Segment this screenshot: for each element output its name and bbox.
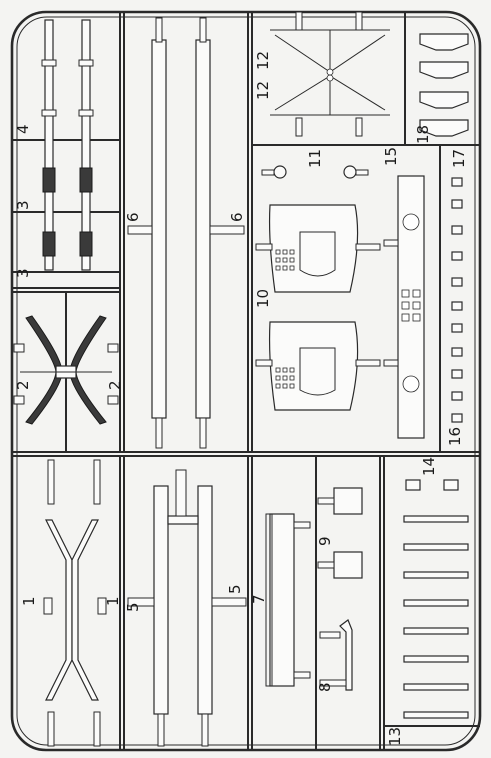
part-18-brackets[interactable] xyxy=(419,33,469,137)
sprue-frame xyxy=(10,10,482,752)
label-part-17: 17 xyxy=(450,149,468,168)
sprue-frame-inner xyxy=(16,16,476,746)
label-part-18: 18 xyxy=(414,125,432,144)
part-4-rods[interactable] xyxy=(41,19,94,271)
label-part-16: 16 xyxy=(446,427,464,446)
label-part-1a: 1 xyxy=(20,596,38,606)
part-10-plates[interactable] xyxy=(255,204,381,411)
part-8-bracket[interactable] xyxy=(319,619,353,691)
label-part-3a: 3 xyxy=(14,200,32,210)
label-part-5b: 5 xyxy=(226,584,244,594)
label-part-4: 4 xyxy=(14,124,32,134)
part-6-rods[interactable] xyxy=(127,17,245,449)
label-part-2b: 2 xyxy=(106,380,124,390)
part-7-plate[interactable] xyxy=(265,513,311,687)
part-labels: 1 1 2 2 3 3 4 5 5 6 6 7 8 9 10 11 12 12 … xyxy=(14,51,468,746)
label-part-6a: 6 xyxy=(124,212,142,222)
label-part-14: 14 xyxy=(420,457,438,476)
part-15-frame-plate[interactable] xyxy=(383,175,425,439)
label-part-9: 9 xyxy=(316,536,334,546)
label-part-7: 7 xyxy=(250,594,268,604)
part-13-small-parts[interactable] xyxy=(403,515,469,719)
part-11-handles[interactable] xyxy=(261,165,369,179)
part-2-leaf-springs[interactable] xyxy=(13,315,119,425)
label-part-11: 11 xyxy=(306,149,324,168)
label-part-12b: 12 xyxy=(254,81,272,100)
part-12-cross-braces[interactable] xyxy=(270,11,390,137)
label-part-1b: 1 xyxy=(104,596,122,606)
part-17-small-parts[interactable] xyxy=(451,177,463,423)
label-part-2a: 2 xyxy=(14,380,32,390)
part-9-blocks[interactable] xyxy=(317,487,363,579)
label-part-5a: 5 xyxy=(124,602,142,612)
plate-holes xyxy=(275,249,295,389)
label-part-6b: 6 xyxy=(228,212,246,222)
label-part-15: 15 xyxy=(382,147,400,166)
part-5-rods[interactable] xyxy=(127,469,247,747)
label-part-8: 8 xyxy=(316,682,334,692)
label-part-13: 13 xyxy=(386,727,404,746)
part-1-frame-rails[interactable] xyxy=(43,459,107,747)
label-part-3b: 3 xyxy=(14,268,32,278)
sprue-runners xyxy=(12,12,480,750)
label-part-12a: 12 xyxy=(254,51,272,70)
part-14-clips[interactable] xyxy=(405,479,459,491)
label-part-10: 10 xyxy=(254,289,272,308)
